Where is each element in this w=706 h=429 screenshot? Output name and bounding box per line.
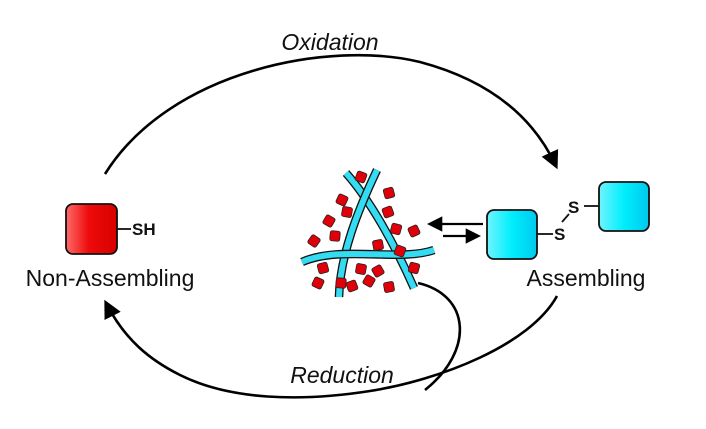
monomer-dot	[316, 261, 330, 275]
monomer-dot	[355, 263, 367, 275]
cyan-monomer-block-2	[598, 181, 650, 232]
oxidation-label: Oxidation	[281, 29, 378, 55]
non-assembling-label: Non-Assembling	[26, 265, 195, 291]
monomer-dot	[371, 264, 385, 278]
monomer-dot	[335, 277, 347, 289]
red-monomer-block	[65, 203, 118, 255]
monomer-dot	[329, 230, 341, 242]
monomer-dot	[311, 276, 325, 290]
monomer-dot	[393, 244, 407, 258]
reduction-label: Reduction	[290, 362, 394, 388]
fiber-network	[300, 168, 436, 298]
non-assembling-monomer: SH	[65, 203, 156, 255]
monomer-dot	[381, 205, 395, 219]
monomer-dot	[307, 234, 321, 248]
monomer-dot	[354, 170, 368, 184]
monomer-dot	[407, 261, 421, 275]
thiol-label: SH	[132, 220, 156, 239]
assembling-label: Assembling	[527, 265, 646, 291]
sulfur-atom-2: S	[568, 198, 579, 217]
monomer-dots	[307, 170, 421, 293]
sulfur-atom-1: S	[554, 225, 565, 244]
monomer-dot	[322, 214, 336, 228]
assembling-dimer: S S	[486, 181, 650, 260]
disulfide-bond	[561, 213, 570, 223]
cyan-monomer-block-1	[486, 209, 538, 260]
monomer-dot	[372, 239, 384, 251]
equilibrium-arrows	[426, 216, 483, 244]
reduction-arrow	[104, 295, 559, 399]
monomer-dot	[335, 193, 349, 207]
reduction-fiber-branch	[417, 281, 462, 392]
monomer-dot	[382, 186, 396, 200]
monomer-dot	[407, 224, 421, 238]
monomer-dot	[383, 281, 395, 293]
monomer-dot	[345, 279, 359, 293]
monomer-dot	[389, 222, 403, 236]
fiber-3-fill	[300, 247, 435, 265]
monomer-dot	[362, 274, 376, 288]
oxidation-arrow	[103, 53, 559, 175]
fiber-1-fill	[343, 171, 417, 290]
monomer-dot	[341, 206, 353, 218]
